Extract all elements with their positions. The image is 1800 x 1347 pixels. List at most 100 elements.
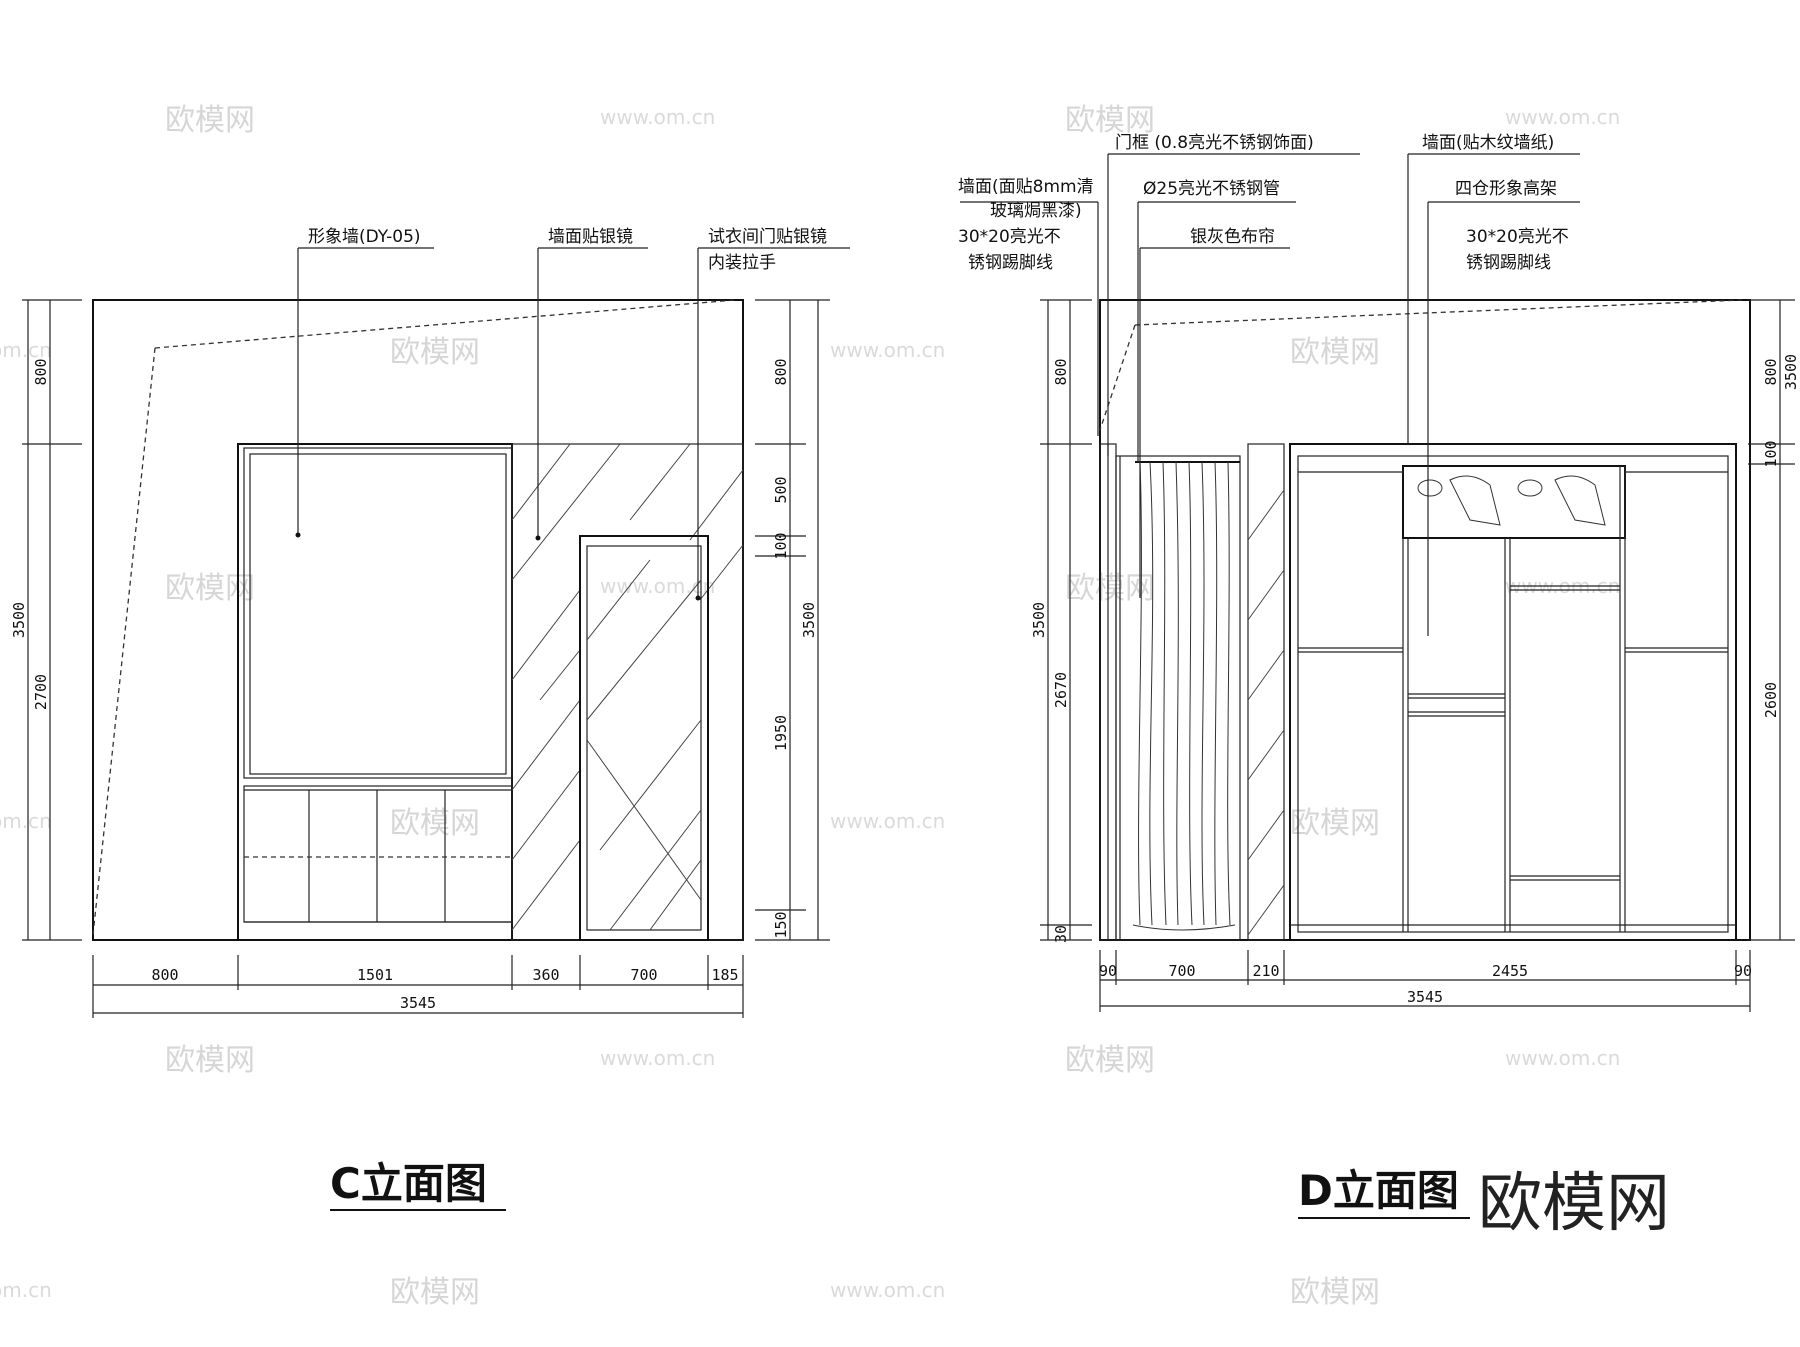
watermark-url: om.cn (0, 1278, 52, 1302)
d-elevation: 墙面(面贴8mm清 玻璃焗黑漆) 30*20亮光不 锈钢踢脚线 门框 (0.8亮… (958, 133, 1800, 1241)
d-dim-bottom-210: 210 (1252, 962, 1279, 980)
c-image-wall-panel-outer (243, 447, 513, 779)
c-dim-left-3500: 3500 (10, 602, 28, 638)
d-rack-image-panel (1402, 465, 1626, 539)
c-dim-right-100: 100 (772, 532, 790, 559)
d-callout-kickline-r2: 锈钢踢脚线 (1466, 253, 1551, 273)
c-dim-right-500: 500 (772, 476, 790, 503)
c-dim-bottom-800: 800 (151, 966, 178, 984)
c-callout-leaders (297, 247, 850, 598)
d-dim-bottom-700: 700 (1168, 962, 1195, 980)
d-callout-kickline-r1: 30*20亮光不 (1466, 227, 1569, 247)
brand-logo: 欧模网 (1478, 1167, 1670, 1241)
d-partition (1247, 443, 1285, 941)
c-dashed-line (92, 347, 156, 936)
d-dim-bottom-2455: 2455 (1492, 962, 1528, 980)
c-elevation: 形象墙(DY-05) 墙面贴银镜 试衣间门贴银镜 内装拉手 800 2700 3… (10, 227, 850, 1211)
d-bottom-dims (1099, 950, 1751, 1012)
c-dim-right-1950: 1950 (772, 715, 790, 751)
c-image-wall-panel (249, 453, 507, 775)
d-display-rack (1289, 443, 1737, 941)
c-dim-right-3500: 3500 (800, 602, 818, 638)
watermark-logo: 欧模网 (1290, 1275, 1380, 1310)
watermark-url: www.om.cn (600, 1046, 715, 1070)
watermark-logo: 欧模网 (1290, 335, 1380, 370)
c-callout-handle: 内装拉手 (708, 253, 776, 273)
c-left-dims (22, 299, 82, 941)
watermark-url: om.cn (0, 338, 52, 362)
d-dashed-line (1134, 299, 1743, 326)
watermark-url: www.om.cn (830, 1278, 945, 1302)
d-partition-hatch (1247, 489, 1285, 936)
watermark-logo: 欧模网 (165, 103, 255, 138)
d-left-dims (1040, 299, 1092, 941)
c-callout-door-mirror: 试衣间门贴银镜 (708, 227, 827, 247)
c-door-panel (586, 545, 702, 931)
watermark-layer: 欧模网 www.om.cn 欧模网 www.om.cn om.cn 欧模网 ww… (0, 103, 1620, 1310)
d-dim-left-2670: 2670 (1052, 672, 1070, 708)
d-callout-kickline-2: 锈钢踢脚线 (968, 253, 1053, 273)
c-image-wall-frame (237, 443, 513, 941)
d-dim-left-3500: 3500 (1030, 602, 1048, 638)
c-dashed-line (154, 299, 736, 349)
d-callout-rack: 四仓形象高架 (1455, 179, 1557, 199)
watermark-logo: 欧模网 (390, 1275, 480, 1310)
c-mirror-hatch (511, 443, 744, 931)
c-door-hatch (586, 559, 702, 931)
d-dim-right-2600: 2600 (1762, 682, 1780, 718)
c-dim-right-800: 800 (772, 358, 790, 385)
d-dim-bottom-90-right: 90 (1734, 962, 1752, 980)
watermark-url: om.cn (0, 809, 52, 833)
watermark-logo: 欧模网 (1065, 1043, 1155, 1078)
d-elevation-title: D立面图 (1298, 1166, 1459, 1215)
watermark-url: www.om.cn (1505, 1046, 1620, 1070)
watermark-logo: 欧模网 (1065, 103, 1155, 138)
watermark-logo: 欧模网 (390, 335, 480, 370)
d-rack-inner (1297, 455, 1729, 933)
d-callout-leaders (960, 153, 1580, 636)
d-wall-outline (1099, 299, 1751, 941)
c-dim-bottom-185: 185 (711, 966, 738, 984)
d-dim-bottom-90-left: 90 (1099, 962, 1117, 980)
c-dim-bottom-700: 700 (630, 966, 657, 984)
c-fitting-room-door (579, 535, 709, 941)
c-dim-bottom-360: 360 (532, 966, 559, 984)
c-wall-outline (92, 299, 744, 941)
d-callout-wall-glass-1: 墙面(面贴8mm清 (958, 177, 1094, 197)
c-elevation-title: C立面图 (330, 1159, 487, 1208)
c-callout-mirror-wall: 墙面贴银镜 (548, 227, 633, 247)
c-bottom-dims (92, 955, 744, 1018)
c-dim-left-800: 800 (32, 358, 50, 385)
watermark-logo: 欧模网 (1290, 806, 1380, 841)
c-dim-bottom-1501: 1501 (357, 966, 393, 984)
watermark-logo: 欧模网 (390, 806, 480, 841)
d-right-dims (1748, 299, 1795, 941)
d-dashed-line (1099, 324, 1136, 431)
watermark-logo: 欧模网 (165, 1043, 255, 1078)
c-dim-total: 3545 (400, 994, 436, 1012)
d-callout-wood-wallpaper: 墙面(贴木纹墙纸) (1422, 133, 1554, 153)
d-rack-graphic (1417, 475, 1606, 526)
d-callout-steel-tube: Ø25亮光不锈钢管 (1143, 179, 1280, 199)
d-dim-left-800: 800 (1052, 358, 1070, 385)
d-dim-right-3500: 3500 (1782, 354, 1800, 390)
c-right-dims (755, 299, 830, 941)
watermark-url: www.om.cn (600, 105, 715, 129)
watermark-url: www.om.cn (1505, 105, 1620, 129)
d-dim-left-30: 30 (1052, 925, 1070, 943)
d-dim-right-100: 100 (1762, 440, 1780, 467)
d-callout-kickline-1: 30*20亮光不 (958, 227, 1061, 247)
watermark-logo: 欧模网 (165, 571, 255, 606)
d-callout-curtain: 银灰色布帘 (1190, 227, 1275, 247)
d-curtain (1132, 461, 1236, 931)
d-callout-door-frame: 门框 (0.8亮光不锈钢饰面) (1115, 133, 1314, 153)
d-callout-wall-glass-2: 玻璃焗黑漆) (990, 201, 1082, 221)
c-dim-left-2700: 2700 (32, 674, 50, 710)
c-callout-image-wall: 形象墙(DY-05) (308, 227, 421, 247)
watermark-url: www.om.cn (830, 338, 945, 362)
watermark-url: www.om.cn (830, 809, 945, 833)
d-dim-total: 3545 (1407, 988, 1443, 1006)
d-dim-right-800: 800 (1762, 358, 1780, 385)
c-dim-right-150: 150 (772, 911, 790, 938)
